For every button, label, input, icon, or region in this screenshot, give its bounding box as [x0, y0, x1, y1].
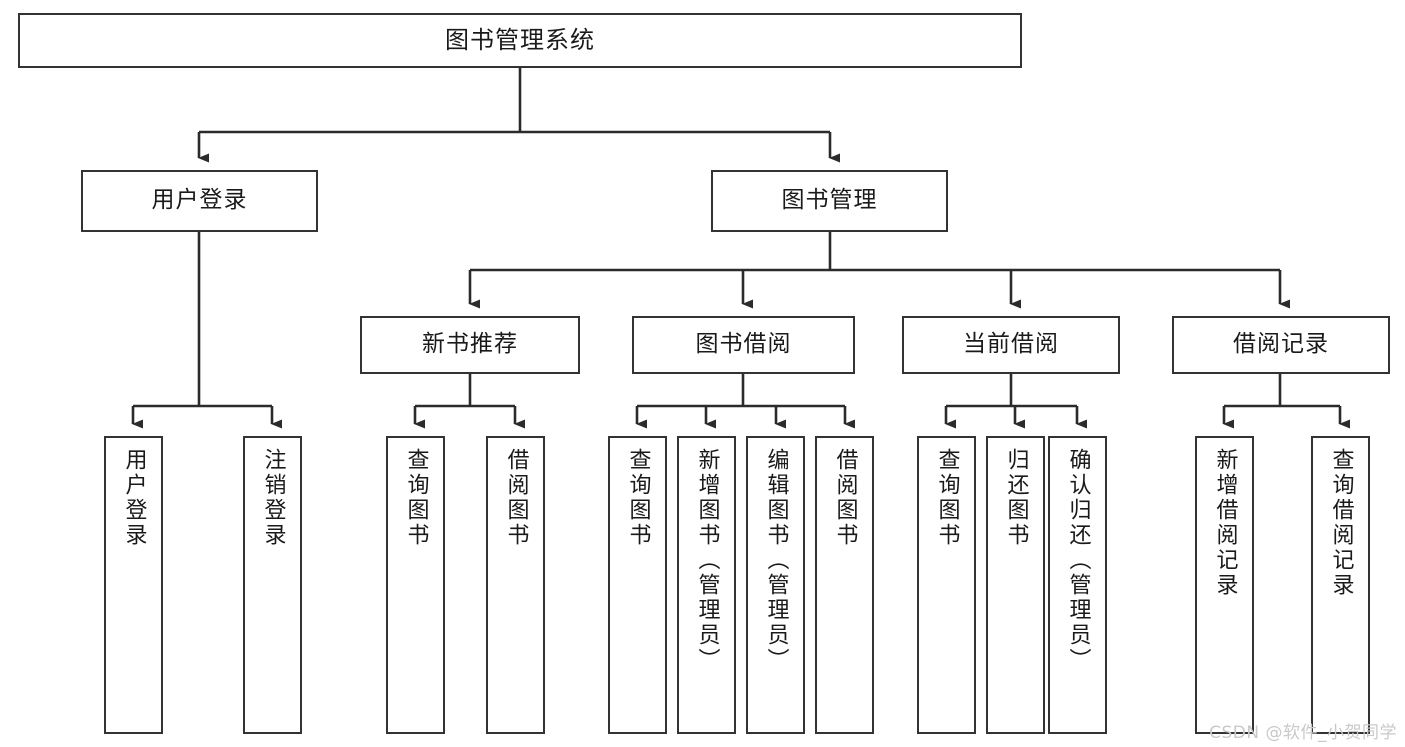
leaf-label: 新增借阅记录: [1212, 448, 1238, 598]
leaf-label: 查询图书: [403, 448, 429, 548]
node-new-book-recommend[interactable]: 新书推荐: [360, 316, 580, 374]
leaf-label: 新增图书（管理员）: [694, 448, 720, 673]
node-leaf-add-book[interactable]: 新增图书（管理员）: [677, 436, 736, 734]
leaf-label: 查询图书: [625, 448, 651, 548]
node-borrow-record[interactable]: 借阅记录: [1172, 316, 1390, 374]
leaf-label: 借阅图书: [832, 448, 858, 548]
node-leaf-borrow-book-2[interactable]: 借阅图书: [815, 436, 874, 734]
node-leaf-return-book[interactable]: 归还图书: [986, 436, 1045, 734]
node-book-manage[interactable]: 图书管理: [711, 170, 948, 232]
leaf-label: 归还图书: [1003, 448, 1029, 548]
node-leaf-confirm-return[interactable]: 确认归还（管理员）: [1048, 436, 1107, 734]
node-leaf-query-book-3[interactable]: 查询图书: [917, 436, 976, 734]
leaf-label: 查询借阅记录: [1328, 448, 1354, 598]
leaf-label: 注销登录: [260, 448, 286, 548]
leaf-label: 借阅图书: [503, 448, 529, 548]
csdn-watermark: CSDN @软件_小贺同学: [1209, 723, 1397, 743]
node-leaf-borrow-book-1[interactable]: 借阅图书: [486, 436, 545, 734]
leaf-label: 确认归还（管理员）: [1065, 448, 1091, 673]
node-leaf-user-logout[interactable]: 注销登录: [243, 436, 302, 734]
leaf-label: 编辑图书（管理员）: [763, 448, 789, 673]
node-book-borrow[interactable]: 图书借阅: [632, 316, 855, 374]
node-leaf-add-record[interactable]: 新增借阅记录: [1195, 436, 1254, 734]
node-user-login[interactable]: 用户登录: [81, 170, 318, 232]
node-current-borrow[interactable]: 当前借阅: [902, 316, 1120, 374]
node-leaf-query-book-1[interactable]: 查询图书: [386, 436, 445, 734]
node-leaf-query-record[interactable]: 查询借阅记录: [1311, 436, 1370, 734]
node-leaf-user-login[interactable]: 用户登录: [104, 436, 163, 734]
leaf-label: 用户登录: [121, 448, 147, 548]
node-leaf-query-book-2[interactable]: 查询图书: [608, 436, 667, 734]
leaf-label: 查询图书: [934, 448, 960, 548]
node-root-system[interactable]: 图书管理系统: [18, 13, 1022, 68]
node-leaf-edit-book[interactable]: 编辑图书（管理员）: [746, 436, 805, 734]
